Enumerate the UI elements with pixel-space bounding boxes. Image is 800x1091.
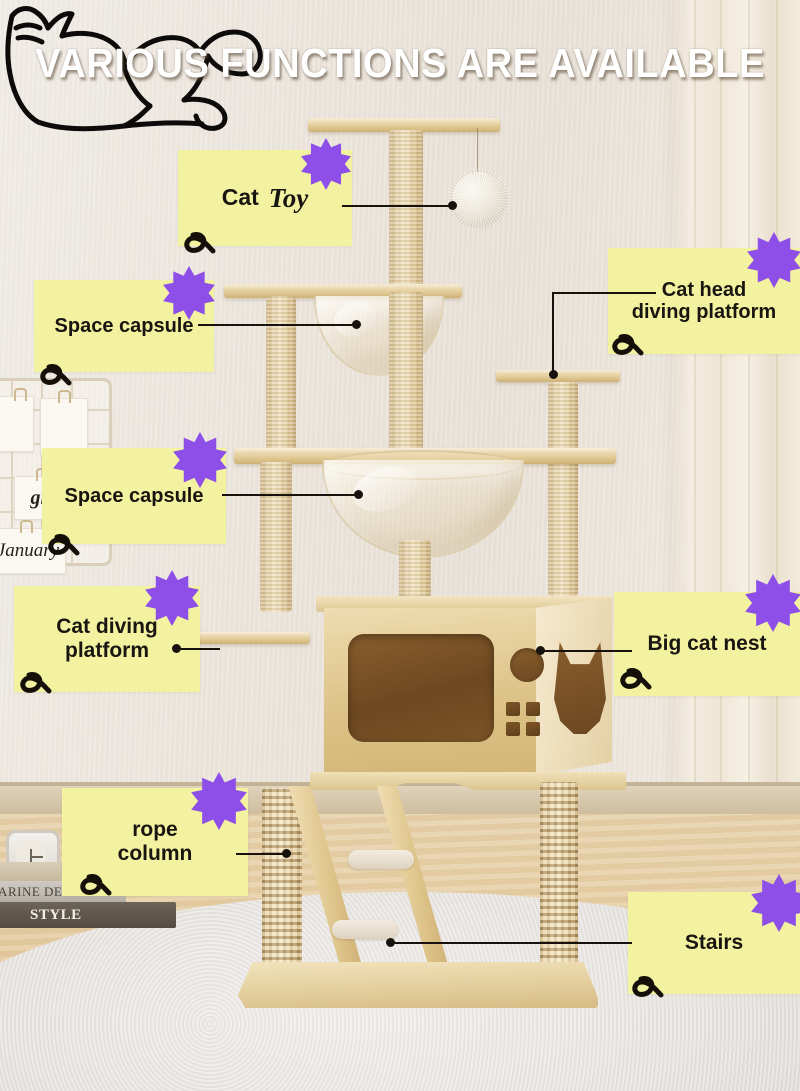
stair-rail-left bbox=[288, 786, 370, 992]
sisal-post-left-mid bbox=[260, 462, 292, 612]
sisal-post-right-lower bbox=[540, 782, 578, 972]
swirl-decor-icon bbox=[632, 976, 664, 998]
callout-label-space-capsule-lower: Space capsule bbox=[64, 484, 204, 507]
house-square-window bbox=[506, 722, 520, 736]
callout-label-cat-diving-line1: Cat diving bbox=[56, 615, 158, 639]
leader-line-cat-toy bbox=[342, 205, 452, 207]
callout-label-space-capsule-upper: Space capsule bbox=[54, 314, 194, 337]
swirl-decor-icon bbox=[612, 334, 644, 356]
leader-dot-big-cat-nest bbox=[536, 646, 545, 655]
leader-line-space-capsule-lower bbox=[222, 494, 358, 496]
sisal-post-left-upper bbox=[266, 296, 296, 452]
callout-label-toy: Toy bbox=[268, 182, 309, 213]
callout-label-cat-head-line1: Cat head bbox=[661, 278, 747, 301]
stair-step bbox=[348, 850, 414, 869]
swirl-decor-icon bbox=[20, 672, 52, 694]
leader-dot-cat-toy bbox=[448, 201, 457, 210]
callout-label-cat: Cat bbox=[221, 184, 259, 211]
callout-label-rope-line2: column bbox=[117, 842, 193, 865]
big-cat-nest-house bbox=[310, 596, 626, 790]
leader-dot-stairs bbox=[386, 938, 395, 947]
leader-line-cat-head-h bbox=[552, 292, 656, 294]
callout-label-rope-line1: rope bbox=[132, 818, 178, 842]
leader-dot-space-capsule-upper bbox=[352, 320, 361, 329]
cat-line-art-icon bbox=[5, 6, 263, 132]
callout-cat-head-diving-platform[interactable]: Cat head diving platform bbox=[608, 232, 800, 354]
cat-head-diving-platform bbox=[496, 370, 620, 382]
decor-card bbox=[0, 396, 34, 452]
callout-label-cat-head-line2: diving platform bbox=[631, 301, 777, 323]
swirl-decor-icon bbox=[48, 534, 80, 556]
callout-space-capsule-lower[interactable]: Space capsule bbox=[42, 432, 227, 544]
hanging-pompom-toy bbox=[448, 168, 510, 230]
leader-line-stairs bbox=[392, 942, 632, 944]
rope-column bbox=[262, 788, 302, 974]
sisal-post-mid-lower bbox=[399, 540, 431, 606]
sisal-post-top bbox=[389, 130, 423, 292]
callout-cat-toy[interactable]: Cat Toy bbox=[178, 138, 352, 246]
house-square-window bbox=[506, 702, 520, 716]
cat-diving-platform bbox=[178, 632, 310, 644]
stair-rail-right bbox=[376, 786, 456, 990]
leader-line-rope-column bbox=[236, 853, 288, 855]
base-board bbox=[238, 962, 598, 1008]
swirl-decor-icon bbox=[620, 668, 652, 690]
swirl-decor-icon bbox=[40, 364, 72, 386]
callout-label-big-cat-nest: Big cat nest bbox=[647, 632, 767, 656]
toy-string bbox=[477, 128, 478, 176]
house-square-window bbox=[526, 722, 540, 736]
book-style: STYLE bbox=[0, 902, 176, 928]
stair-step bbox=[332, 920, 398, 939]
swirl-decor-icon bbox=[80, 874, 112, 896]
top-platform bbox=[308, 118, 500, 132]
leader-dot-cat-head bbox=[549, 370, 558, 379]
callout-label-stairs: Stairs bbox=[684, 931, 744, 955]
sisal-post-mid-upper bbox=[389, 292, 423, 452]
callout-label-cat-diving-line2: platform bbox=[65, 639, 149, 662]
house-square-window bbox=[526, 702, 540, 716]
leader-line-cat-diving-platform bbox=[176, 648, 220, 650]
leader-line-space-capsule-upper bbox=[198, 324, 356, 326]
leader-line-big-cat-nest bbox=[540, 650, 632, 652]
leader-line-cat-head-v bbox=[552, 292, 554, 376]
sisal-post-right-small bbox=[548, 382, 578, 596]
leader-dot-cat-diving-platform bbox=[172, 644, 181, 653]
callout-space-capsule-upper[interactable]: Space capsule bbox=[34, 266, 215, 372]
leader-dot-space-capsule-lower bbox=[354, 490, 363, 499]
leader-dot-rope-column bbox=[282, 849, 291, 858]
callout-big-cat-nest[interactable]: Big cat nest bbox=[614, 574, 800, 696]
house-main-entrance bbox=[348, 634, 494, 742]
callout-stairs[interactable]: Stairs bbox=[628, 874, 800, 994]
page-title: VARIOUS FUNCTIONS ARE AVAILABLE bbox=[35, 40, 765, 86]
swirl-decor-icon bbox=[184, 232, 216, 254]
callout-cat-diving-platform[interactable]: Cat diving platform bbox=[14, 570, 200, 692]
stairs-ladder bbox=[288, 786, 500, 996]
